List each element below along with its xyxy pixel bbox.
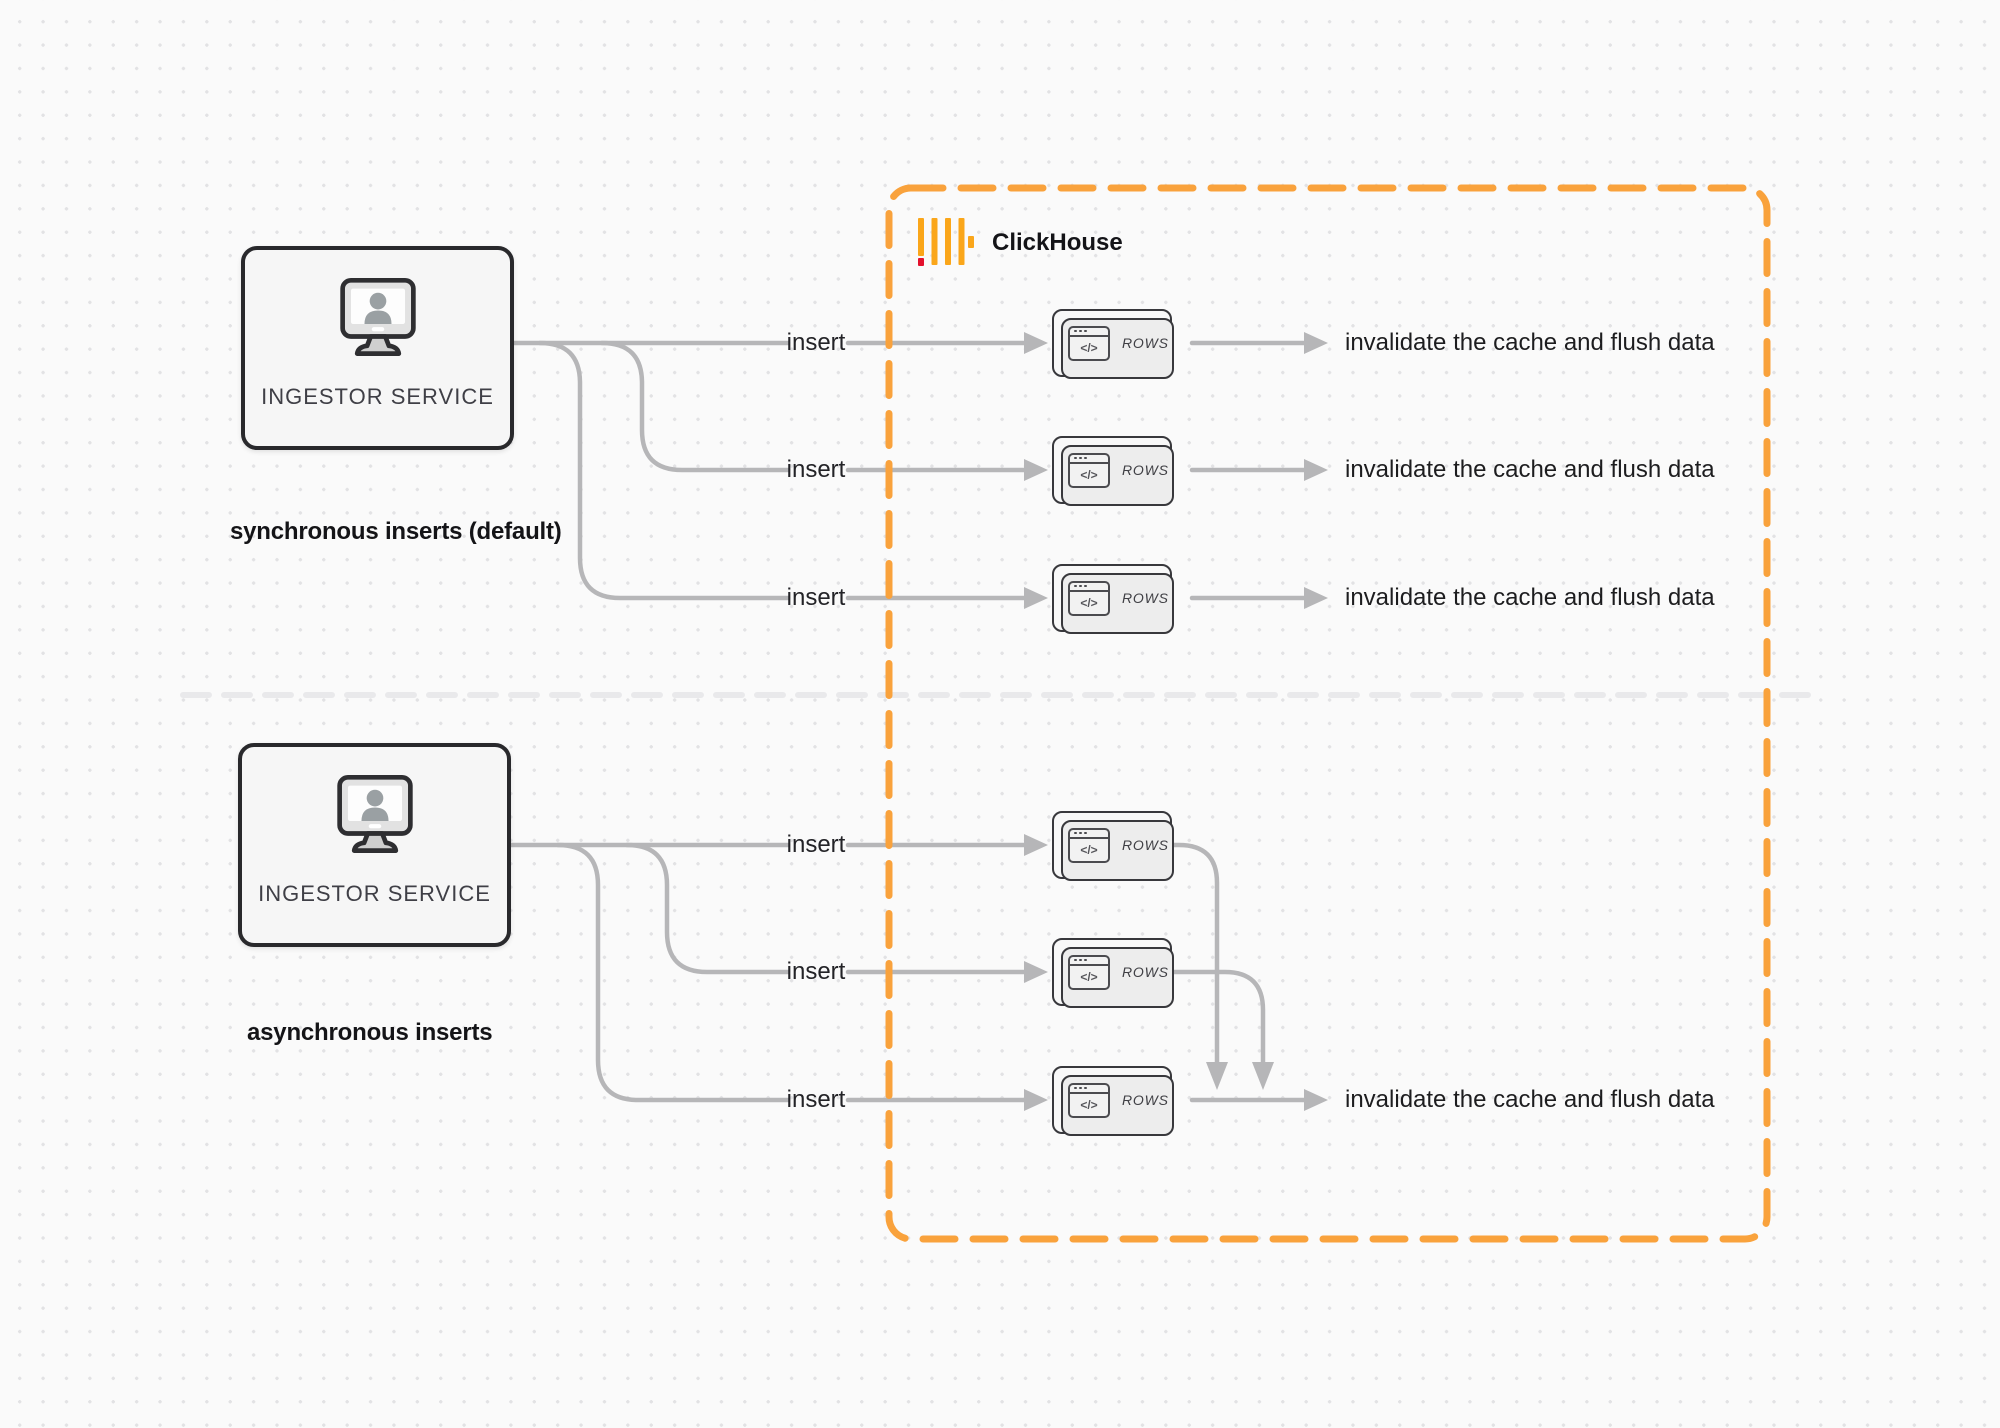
- rows-card-label: ROWS: [1122, 590, 1169, 606]
- code-window-icon: </>: [1068, 452, 1110, 488]
- async-insert-label-3: insert: [786, 1086, 846, 1113]
- code-glyph: </>: [1080, 595, 1098, 610]
- flow-lines: [505, 340, 1307, 1103]
- code-window-icon: </>: [1068, 1082, 1110, 1118]
- rows-card-async-3: </> ROWS: [1052, 1066, 1174, 1136]
- rows-card-label: ROWS: [1122, 837, 1169, 853]
- ingestor-service-label: INGESTOR SERVICE: [258, 881, 491, 906]
- arrowheads: [1024, 332, 1328, 1111]
- async-insert-label-1: insert: [786, 831, 846, 858]
- ingestor-service-box-async: INGESTOR SERVICE: [238, 743, 511, 947]
- code-glyph: </>: [1080, 467, 1098, 482]
- rows-card-sync-3: </> ROWS: [1052, 564, 1174, 634]
- clickhouse-boundary-box: [885, 184, 1771, 1243]
- monitor-user-icon: [323, 769, 427, 873]
- rows-card-sync-1: </> ROWS: [1052, 309, 1174, 379]
- rows-card-label: ROWS: [1122, 1092, 1169, 1108]
- code-glyph: </>: [1080, 340, 1098, 355]
- sync-insert-label-2: insert: [786, 456, 846, 483]
- clickhouse-label: ClickHouse: [992, 229, 1123, 256]
- clickhouse-bars-logo-icon: [918, 218, 974, 266]
- sync-result-label-1: invalidate the cache and flush data: [1345, 329, 1715, 356]
- rows-card-label: ROWS: [1122, 964, 1169, 980]
- code-glyph: </>: [1080, 1097, 1098, 1112]
- rows-card-label: ROWS: [1122, 462, 1169, 478]
- rows-card-async-1: </> ROWS: [1052, 811, 1174, 881]
- sync-result-label-2: invalidate the cache and flush data: [1345, 456, 1715, 483]
- code-window-icon: </>: [1068, 827, 1110, 863]
- clickhouse-logo-glyph: [918, 218, 974, 266]
- code-glyph: </>: [1080, 969, 1098, 984]
- async-result-label: invalidate the cache and flush data: [1345, 1086, 1715, 1113]
- ingestor-service-box-sync: INGESTOR SERVICE: [241, 246, 514, 450]
- rows-card-label: ROWS: [1122, 335, 1169, 351]
- sync-insert-label-1: insert: [786, 329, 846, 356]
- code-window-icon: </>: [1068, 325, 1110, 361]
- sync-caption: synchronous inserts (default): [230, 518, 562, 545]
- rows-card-async-2: </> ROWS: [1052, 938, 1174, 1008]
- sync-insert-label-3: insert: [786, 584, 846, 611]
- sync-result-label-3: invalidate the cache and flush data: [1345, 584, 1715, 611]
- code-glyph: </>: [1080, 842, 1098, 857]
- async-caption: asynchronous inserts: [247, 1019, 493, 1046]
- monitor-user-icon: [326, 272, 430, 376]
- code-window-icon: </>: [1068, 954, 1110, 990]
- rows-card-sync-2: </> ROWS: [1052, 436, 1174, 506]
- async-insert-label-2: insert: [786, 958, 846, 985]
- code-window-icon: </>: [1068, 580, 1110, 616]
- ingestor-service-label: INGESTOR SERVICE: [261, 384, 494, 409]
